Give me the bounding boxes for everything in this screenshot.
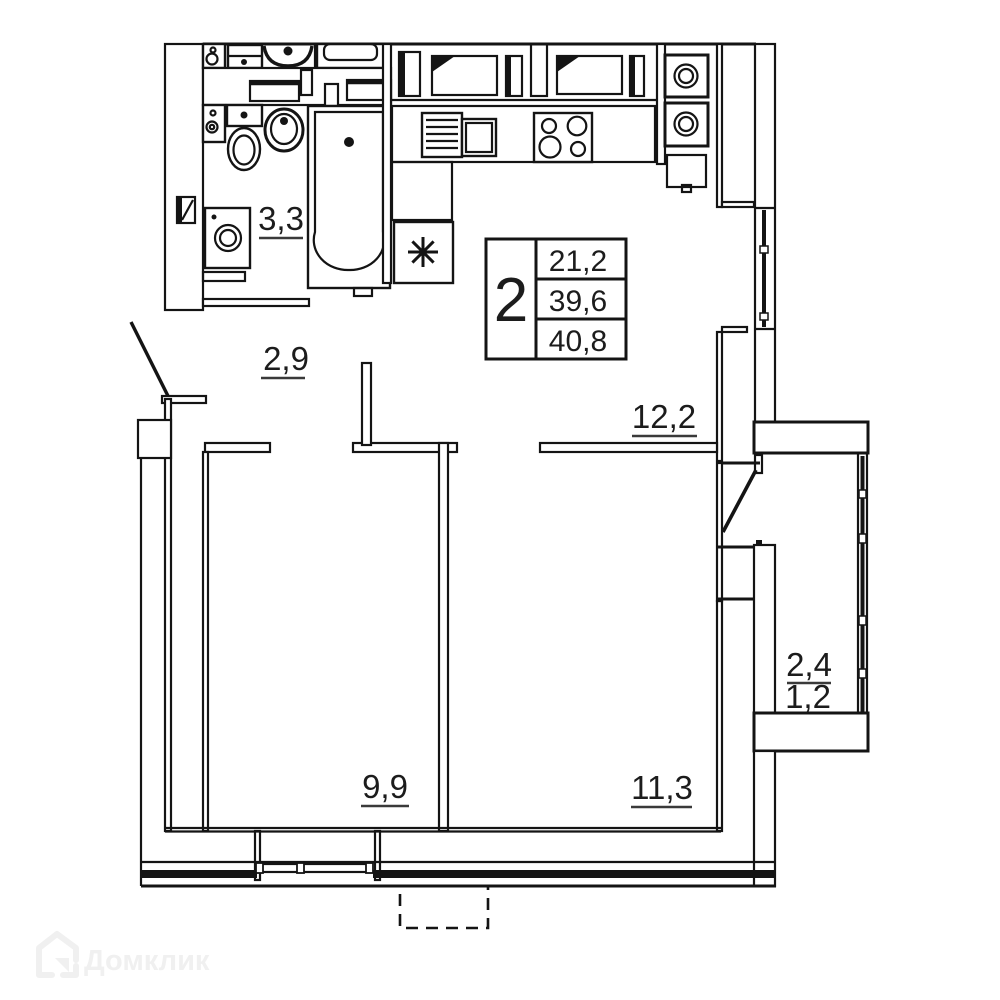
vent-shaft-1 xyxy=(663,53,710,99)
balcony-area-label: 2,4 xyxy=(786,646,832,683)
washbasin-icon xyxy=(263,107,305,153)
wall-east-lower xyxy=(715,599,724,833)
window-jamb-bottom xyxy=(720,325,749,334)
cabinet-e xyxy=(555,54,624,96)
rooms-divider-wall xyxy=(437,441,450,833)
bathroom-south-wall xyxy=(201,297,311,308)
cabinet-d xyxy=(529,42,549,98)
wall-east-upper xyxy=(715,42,724,209)
asterisk-symbol xyxy=(408,237,438,267)
cabinet-b xyxy=(430,54,499,97)
balcony-bottom-slab xyxy=(752,711,870,753)
neighbor-sink xyxy=(262,45,314,68)
bottom-window-jamb-left xyxy=(253,829,262,882)
hall-wall-stub xyxy=(360,361,373,447)
bedroom-area-label: 9,9 xyxy=(362,768,408,805)
bottom-window xyxy=(255,862,374,874)
kitchen-counter xyxy=(390,104,657,164)
wall-below-balcony xyxy=(752,749,777,888)
bedroom-west-wall xyxy=(201,450,210,833)
fridge-nook xyxy=(390,160,454,222)
vent-shaft-2 xyxy=(663,101,710,148)
bathroom-area-label: 3,3 xyxy=(258,200,304,237)
wall-left-pier xyxy=(136,418,173,460)
balcony xyxy=(715,420,870,888)
bathroom-east-wall xyxy=(381,42,393,285)
exterior-walls xyxy=(129,42,777,886)
neighbor-apartment-strip xyxy=(201,42,657,108)
neighbor-cistern-dot xyxy=(241,59,247,65)
neighbor-valve-circle xyxy=(205,52,219,66)
living-north-wall xyxy=(538,441,719,454)
bottom-wall xyxy=(141,826,776,930)
balcony-top-slab xyxy=(752,420,870,455)
kitchen-area-label: 12,2 xyxy=(632,398,696,435)
bottom-wall-thick-left xyxy=(141,870,257,878)
washing-machine-icon xyxy=(201,206,252,283)
neighbor-bathtub-inner xyxy=(322,42,379,62)
wall-east-mid xyxy=(715,330,724,463)
info-box-dividers xyxy=(534,239,626,359)
neighbor-sink-tap xyxy=(283,46,293,56)
party-wall-band xyxy=(201,66,393,107)
duct-1 xyxy=(299,68,314,97)
entrance-door-swing xyxy=(129,321,171,399)
living-area-value: 21,2 xyxy=(549,245,607,278)
water-heater-box xyxy=(392,220,455,285)
duct-2 xyxy=(323,82,340,108)
washer-shelf xyxy=(201,270,247,283)
window-jamb-top xyxy=(720,200,756,209)
wall-left-band xyxy=(163,42,205,312)
hallway-area-label: 2,9 xyxy=(263,340,309,377)
kitchen-sink-icon xyxy=(420,111,498,159)
toilet-icon xyxy=(225,103,264,172)
electrical-panel-icon xyxy=(175,195,197,225)
rooms-count: 2 xyxy=(494,266,528,335)
living-room-area-label: 11,3 xyxy=(631,769,693,806)
balcony-coeff-area-label: 1,2 xyxy=(785,678,831,715)
bottom-wall-thick-right xyxy=(373,870,776,878)
balcony-side-wall xyxy=(752,543,777,717)
stove-icon xyxy=(532,111,594,164)
area-without-balcony-value: 39,6 xyxy=(549,285,607,318)
hall-wall-right xyxy=(351,441,459,454)
vent-box-small xyxy=(665,153,708,189)
kitchen-window xyxy=(755,206,775,331)
bathroom xyxy=(201,42,393,308)
entry-porch-dashed xyxy=(398,884,490,930)
room-labels: 3,3 2,9 12,2 9,9 11,3 2,4 1,2 xyxy=(258,200,832,809)
valve-box-icon xyxy=(201,103,227,144)
vent-box-notch xyxy=(680,183,693,194)
watermark: Домклик xyxy=(36,931,210,978)
domclick-house-icon xyxy=(36,931,79,978)
entrance-door-stub xyxy=(160,394,208,405)
balcony-glazing xyxy=(856,451,869,717)
watermark-brand: Домклик xyxy=(84,945,210,977)
hall-wall-left xyxy=(203,441,272,454)
balcony-door-swing xyxy=(721,469,758,533)
apartment-info-box: 2 21,2 39,6 40,8 xyxy=(484,237,628,361)
domclick-house-pointer xyxy=(55,958,69,972)
neighbor-bathtub xyxy=(315,42,387,70)
info-box-frame xyxy=(484,237,628,361)
kitchen xyxy=(390,42,710,285)
bathtub-icon xyxy=(306,104,392,298)
bottom-window-jamb-right xyxy=(373,829,382,882)
total-area-value: 40,8 xyxy=(549,325,607,358)
wall-left-inner xyxy=(163,397,173,833)
